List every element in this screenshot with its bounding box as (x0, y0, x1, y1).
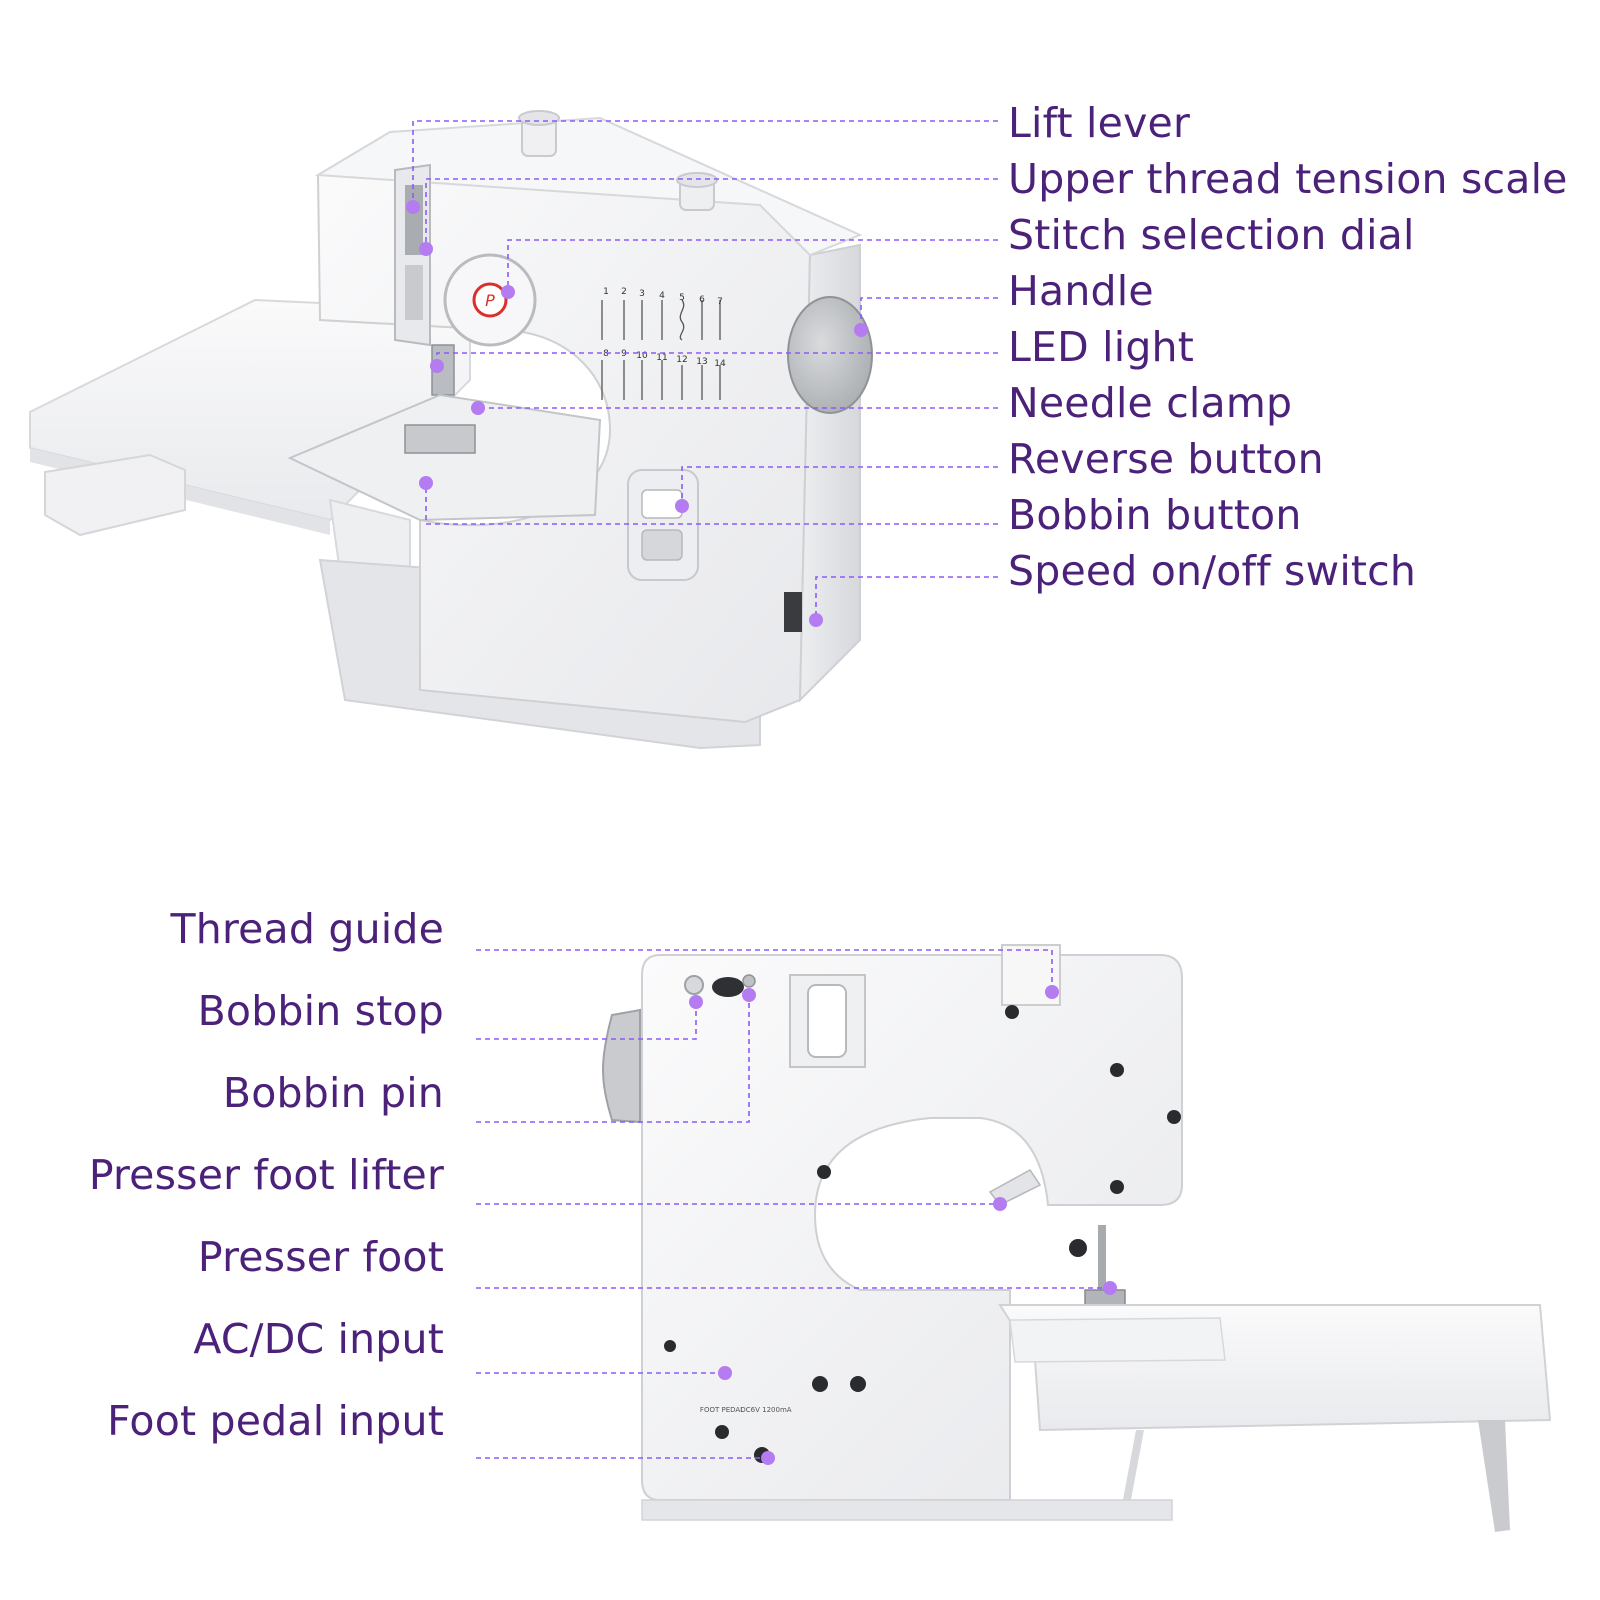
label-handle: Handle (1008, 267, 1154, 315)
bobbin-pin-leader-line (476, 995, 750, 1123)
speed-on-off-switch-marker-dot (809, 613, 823, 627)
presser-foot-marker-dot (1103, 1281, 1117, 1295)
stitch-selection-dial-leader-line (507, 239, 998, 292)
stitch-number: 11 (656, 353, 667, 363)
bobbin-button-marker-dot (419, 476, 433, 490)
label-bobbin-button: Bobbin button (1008, 491, 1302, 539)
upper-thread-tension-scale-marker-dot (419, 242, 433, 256)
svg-text:P: P (485, 291, 495, 310)
label-bobbin-stop: Bobbin stop (197, 987, 444, 1035)
stitch-number: 10 (636, 351, 648, 361)
stitch-number: 9 (621, 349, 627, 359)
label-needle-clamp: Needle clamp (1008, 379, 1293, 427)
label-thread-guide: Thread guide (170, 905, 444, 953)
stitch-number: 2 (621, 287, 627, 297)
ac-dc-input-marker-dot (718, 1366, 732, 1380)
label-ac-dc-input: AC/DC input (193, 1315, 444, 1363)
foot-pedal-port-label: FOOT PEDAL (700, 1406, 744, 1414)
stitch-number: 4 (659, 291, 665, 301)
label-speed-on-off-switch: Speed on/off switch (1008, 547, 1417, 595)
stitch-number: 14 (714, 359, 726, 369)
top-machine-illustration: P 1 2 3 4 5 6 7 8 9 10 11 12 13 14 (29, 110, 873, 750)
stitch-number: 5 (679, 293, 685, 303)
speed-on-off-switch-leader-line (815, 576, 998, 620)
top-leader-lines (406, 120, 998, 627)
thread-guide-marker-dot (1045, 985, 1059, 999)
stitch-number: 6 (699, 295, 705, 305)
foot-pedal-input-marker-dot (761, 1451, 775, 1465)
lift-lever-leader-line (412, 120, 998, 207)
thread-guide-leader-line (476, 949, 1053, 992)
handle-leader-line (860, 297, 998, 330)
stitch-number: 7 (717, 297, 723, 307)
stitch-number: 12 (676, 355, 687, 365)
label-bobbin-pin: Bobbin pin (222, 1069, 444, 1117)
label-stitch-selection-dial: Stitch selection dial (1008, 211, 1415, 259)
stitch-number: 13 (696, 357, 707, 367)
handle-marker-dot (854, 323, 868, 337)
stitch-chart (601, 299, 721, 400)
label-led-light: LED light (1008, 323, 1195, 371)
label-presser-foot: Presser foot (197, 1233, 444, 1281)
label-lift-lever: Lift lever (1008, 99, 1191, 147)
lift-lever-marker-dot (406, 200, 420, 214)
bottom-machine-illustration: FOOT PEDAL DC6V 1200mA (602, 944, 1552, 1532)
needle-clamp-marker-dot (471, 401, 485, 415)
dc-port-label: DC6V 1200mA (740, 1406, 791, 1414)
bobbin-pin-marker-dot (742, 988, 756, 1002)
stitch-number: 1 (603, 287, 609, 297)
led-light-marker-dot (430, 359, 444, 373)
reverse-button-marker-dot (675, 499, 689, 513)
label-upper-thread-tension-scale: Upper thread tension scale (1008, 155, 1568, 203)
bottom-leader-lines (476, 949, 1117, 1465)
reverse-button-leader-line (681, 466, 998, 506)
stitch-number: 8 (603, 349, 609, 359)
bobbin-stop-marker-dot (689, 995, 703, 1009)
presser-foot-lifter-marker-dot (993, 1197, 1007, 1211)
label-presser-foot-lifter: Presser foot lifter (88, 1151, 444, 1199)
stitch-number: 3 (639, 289, 645, 299)
stitch-selection-dial-marker-dot (501, 285, 515, 299)
bobbin-stop-leader-line (476, 1002, 697, 1040)
upper-thread-tension-scale-leader-line (425, 178, 998, 249)
label-foot-pedal-input: Foot pedal input (107, 1397, 444, 1445)
bobbin-button-leader-line (425, 483, 998, 525)
label-reverse-button: Reverse button (1008, 435, 1324, 483)
